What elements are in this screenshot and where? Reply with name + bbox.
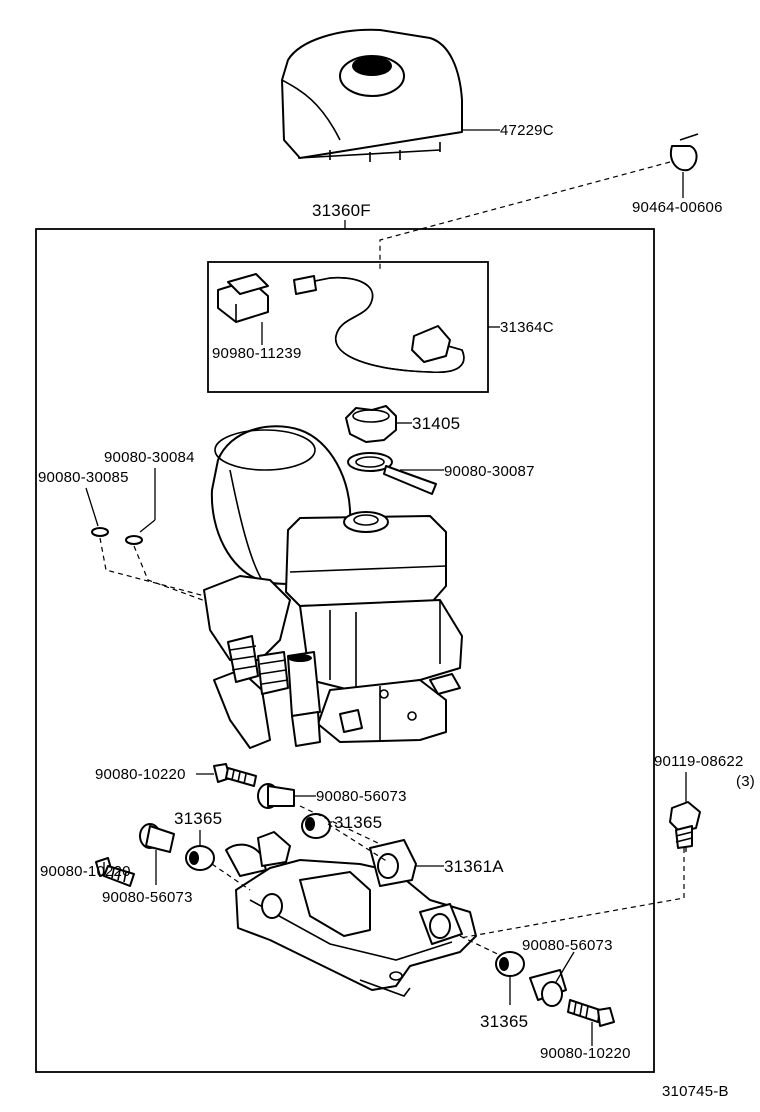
bolt-right[interactable] — [669, 801, 701, 849]
bolt-bottom[interactable] — [567, 999, 615, 1027]
label-collar-top: 90080-56073 — [316, 788, 407, 805]
figure-id: 310745-B — [662, 1083, 729, 1100]
label-bracket: 31361A — [444, 857, 504, 876]
bolt-top[interactable] — [213, 763, 257, 787]
master-cylinder-assembly[interactable] — [203, 425, 463, 749]
collar-left[interactable] — [139, 823, 175, 853]
bolt-left[interactable] — [95, 857, 135, 887]
collar-top[interactable] — [257, 783, 295, 809]
label-collar-left: 90080-56073 — [102, 889, 193, 906]
cushion-top-left[interactable] — [185, 845, 215, 871]
cushion-top-right[interactable] — [301, 813, 331, 839]
label-quantity: (3) — [736, 773, 755, 790]
wire-harness[interactable] — [293, 275, 465, 374]
cushion-bottom[interactable] — [495, 951, 525, 977]
mounting-bracket[interactable] — [225, 831, 477, 997]
label-cushion-top-right: 31365 — [334, 813, 382, 832]
label-cushion-bottom: 31365 — [480, 1012, 528, 1031]
connector-90980[interactable] — [217, 273, 269, 323]
label-harness: 31364C — [500, 319, 554, 336]
assembly-label: 31360F — [312, 201, 371, 220]
label-bolt-top: 90080-10220 — [95, 766, 186, 783]
assembly-frame — [35, 228, 655, 1073]
label-bolt-bottom: 90080-10220 — [540, 1045, 631, 1062]
label-cap-seal: 90080-30087 — [444, 463, 535, 480]
label-cap: 31405 — [412, 414, 460, 433]
label-collar-bottom: 90080-56073 — [522, 937, 613, 954]
label-cushion-top-left: 31365 — [174, 809, 222, 828]
label-o-ring-upper: 90080-30084 — [104, 449, 195, 466]
cap-seal[interactable] — [347, 452, 437, 495]
o-ring-lower[interactable] — [91, 527, 109, 537]
label-bolt-left: 90080-10220 — [40, 863, 131, 880]
wire-clamp[interactable] — [670, 133, 699, 172]
label-o-ring-lower: 90080-30085 — [38, 469, 129, 486]
label-connector: 90980-11239 — [212, 345, 302, 362]
reservoir-cap[interactable] — [345, 405, 397, 443]
label-cover: 47229C — [500, 122, 554, 139]
label-bolt-right: 90119-08622 — [654, 753, 744, 770]
collar-bottom[interactable] — [529, 969, 567, 1007]
o-ring-upper[interactable] — [125, 535, 143, 545]
label-clamp: 90464-00606 — [632, 199, 723, 216]
reservoir-cover[interactable] — [281, 28, 463, 162]
